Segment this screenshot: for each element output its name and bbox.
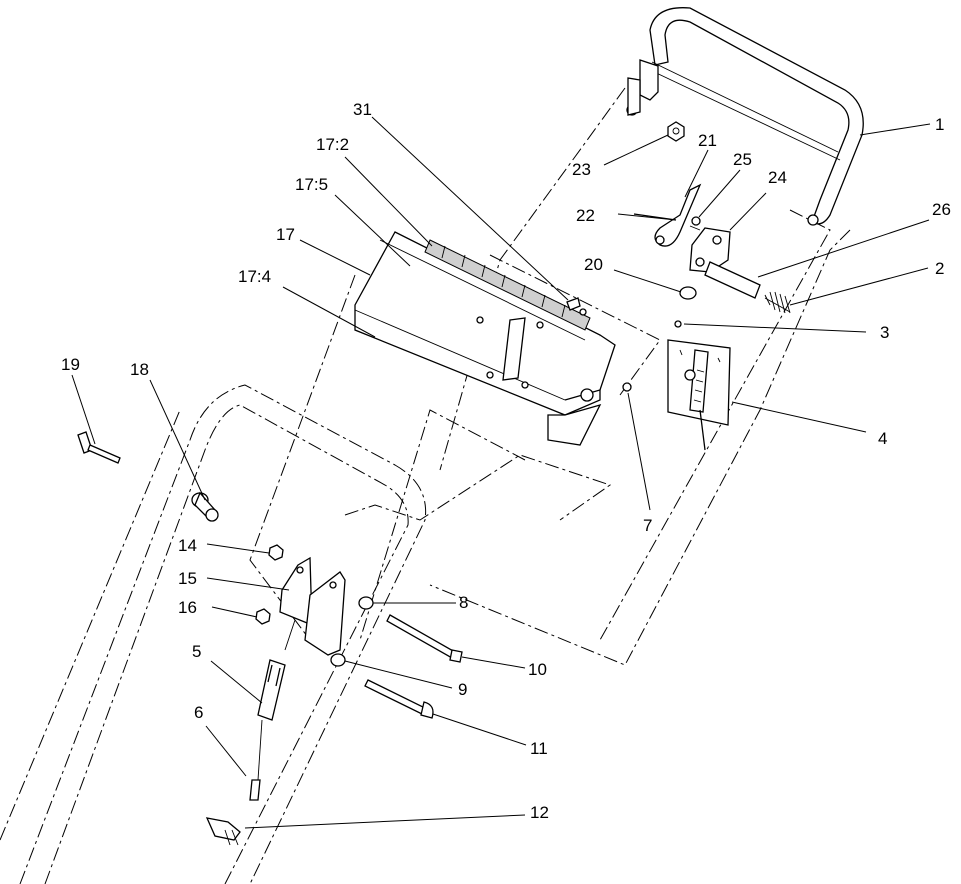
leader-17-4 — [282, 286, 376, 338]
upper-handle — [626, 7, 864, 226]
callout-19: 19 — [61, 355, 80, 374]
callout-24: 24 — [768, 168, 787, 187]
callout-6: 6 — [194, 703, 203, 722]
callout-21: 21 — [698, 131, 717, 150]
clip-12 — [205, 817, 241, 846]
callout-17-2: 17:2 — [316, 135, 349, 154]
leader-18 — [149, 379, 206, 501]
callout-1: 1 — [935, 115, 944, 134]
callout-15: 15 — [178, 569, 197, 588]
console-projection-right — [359, 409, 526, 641]
leader-5 — [210, 660, 263, 704]
spring-2 — [764, 291, 791, 314]
callout-20: 20 — [584, 255, 603, 274]
leader-2 — [789, 267, 929, 306]
decal-17-2 — [424, 239, 591, 331]
washer-8 — [358, 596, 374, 610]
callout-17-4: 17:4 — [238, 267, 271, 286]
nut-14 — [268, 544, 284, 561]
upper-handle-projection-right — [429, 229, 851, 666]
leader-4 — [731, 401, 867, 433]
lower-handle-tube-left — [0, 409, 181, 841]
leader-17-5 — [334, 194, 411, 267]
callout-10: 10 — [528, 660, 547, 679]
leader-26 — [757, 219, 930, 278]
leader-11 — [432, 713, 527, 746]
bracket-24 — [689, 227, 731, 273]
spacer-26 — [704, 261, 761, 299]
lever-21 — [654, 183, 702, 247]
leader-15 — [206, 577, 290, 591]
leader-16 — [211, 606, 258, 618]
leader-12 — [244, 814, 526, 829]
callout-23: 23 — [572, 160, 591, 179]
leader-21 — [684, 149, 709, 198]
nut-23 — [667, 121, 685, 142]
leader-1 — [859, 123, 931, 136]
callout-11: 11 — [530, 739, 548, 758]
leader-19 — [71, 374, 96, 445]
bushing-18 — [191, 491, 219, 522]
cable-clip — [566, 297, 581, 311]
bracket-projection — [489, 254, 661, 396]
washer-9 — [330, 653, 346, 667]
callout-3: 3 — [880, 323, 889, 342]
callout-9: 9 — [458, 680, 467, 699]
phantom-lines — [0, 87, 851, 884]
leader-24 — [729, 192, 767, 231]
screw-3 — [674, 320, 682, 328]
callout-5: 5 — [192, 642, 201, 661]
callout-18: 18 — [130, 360, 149, 379]
bolt-11 — [364, 679, 434, 719]
cable-bracket-15 — [279, 556, 346, 656]
callout-labels: 1 2 3 4 5 6 7 8 9 10 11 12 14 15 16 17 1… — [61, 100, 951, 822]
leader-14 — [206, 543, 270, 554]
callout-22: 22 — [576, 206, 595, 225]
callout-17-5: 17:5 — [295, 175, 328, 194]
lower-handle-tube-outer — [19, 384, 427, 884]
callout-12: 12 — [530, 803, 549, 822]
console-projection-box — [344, 454, 612, 521]
bolt-10 — [386, 614, 463, 663]
callout-4: 4 — [878, 429, 887, 448]
cable-5 — [249, 619, 296, 801]
lower-handle-tube-inner — [44, 404, 409, 884]
bolt-19 — [77, 431, 121, 464]
leader-9 — [344, 660, 453, 689]
leader-22 — [617, 213, 677, 221]
upper-handle-projection-mid — [599, 209, 831, 641]
leader-lines — [71, 116, 931, 829]
leader-17-2 — [344, 156, 433, 247]
nut-16 — [255, 608, 271, 625]
callout-17: 17 — [276, 225, 295, 244]
control-console — [354, 231, 616, 446]
leader-10 — [461, 656, 526, 669]
callout-2: 2 — [935, 259, 944, 278]
leader-23 — [603, 134, 669, 166]
screw-25 — [689, 216, 701, 231]
callout-25: 25 — [733, 150, 752, 169]
leader-17 — [299, 239, 371, 276]
leader-31 — [371, 116, 569, 301]
leader-20 — [613, 269, 682, 293]
callout-16: 16 — [178, 598, 197, 617]
leader-3 — [683, 323, 867, 333]
throttle-plate-4 — [667, 339, 731, 451]
callout-26: 26 — [932, 200, 951, 219]
washer-20 — [679, 286, 697, 300]
callout-7: 7 — [643, 516, 652, 535]
callout-8: 8 — [459, 593, 468, 612]
leader-7 — [627, 392, 651, 511]
nut-7 — [622, 382, 632, 392]
leader-25 — [698, 169, 741, 218]
callout-14: 14 — [178, 536, 197, 555]
leader-6 — [205, 725, 247, 777]
callout-31: 31 — [353, 100, 372, 119]
